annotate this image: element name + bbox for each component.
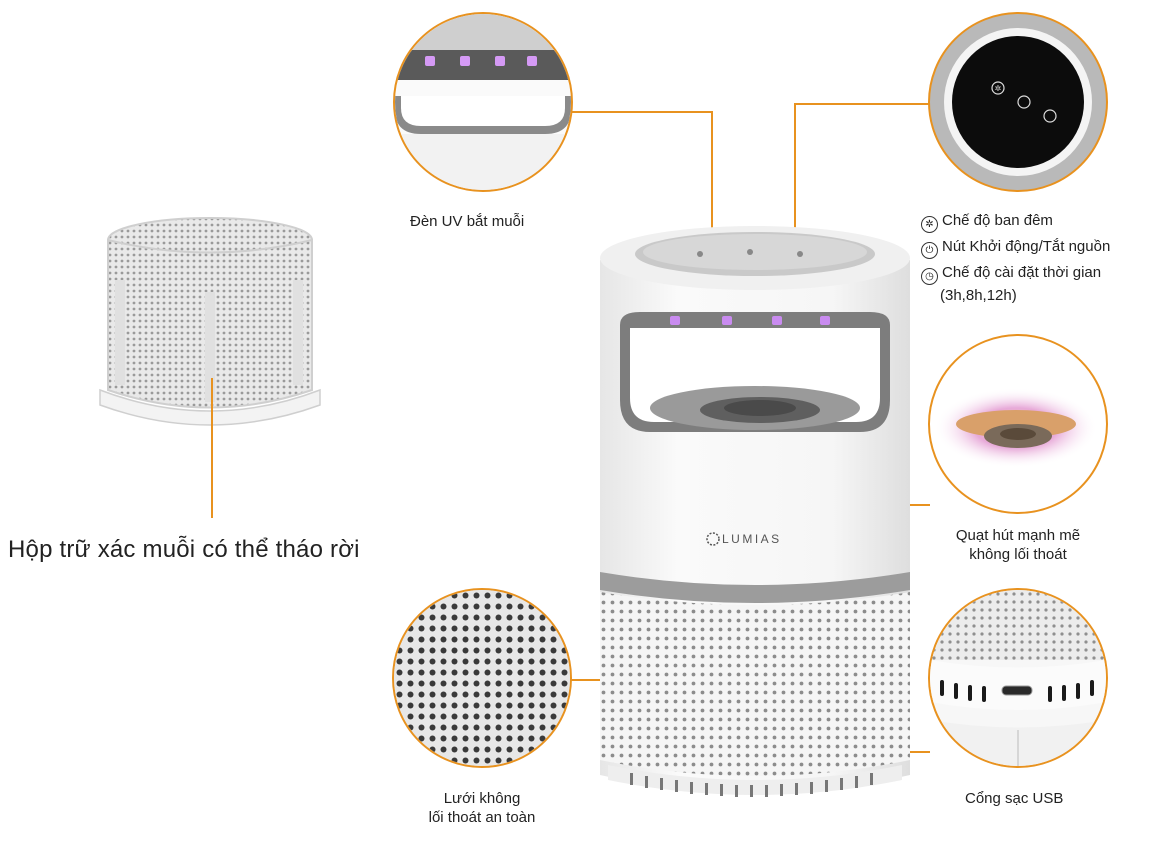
brand-logo: LUMIAS: [722, 532, 782, 546]
uv-light-zoom: [393, 12, 573, 192]
control-timer-options: (3h,8h,12h): [940, 287, 1017, 304]
fan-label: Quạt hút mạnh mẽ không lối thoát: [955, 527, 1081, 563]
moon-star-icon: ✲: [921, 216, 938, 233]
usb-port-zoom: [928, 588, 1108, 768]
power-icon: ⏻: [921, 242, 938, 259]
uv-light-label: Đèn UV bắt muỗi: [410, 213, 525, 230]
control-panel-zoom: ✲: [928, 12, 1108, 192]
control-item-power: ⏻Nút Khởi động/Tắt nguồn: [921, 236, 1110, 259]
control-item-night: ✲Chế độ ban đêm: [921, 210, 1110, 233]
basket-callout-line: [211, 378, 213, 518]
timer-icon: ◷: [921, 268, 938, 285]
mosquito-trap-device: [590, 220, 920, 820]
control-legend: ✲Chế độ ban đêm ⏻Nút Khởi động/Tắt nguồn…: [921, 210, 1110, 306]
removable-basket-image: [95, 210, 325, 440]
main-title: Hộp trữ xác muỗi có thể tháo rời: [8, 536, 360, 563]
fan-zoom: [928, 334, 1108, 514]
mesh-label: Lưới không lối thoát an toàn: [428, 790, 536, 826]
control-item-timer: ◷Chế độ cài đặt thời gian: [921, 262, 1110, 285]
mesh-zoom: [392, 588, 572, 768]
svg-text:✲: ✲: [995, 84, 1002, 93]
usb-label: Cổng sạc USB: [965, 790, 1064, 807]
